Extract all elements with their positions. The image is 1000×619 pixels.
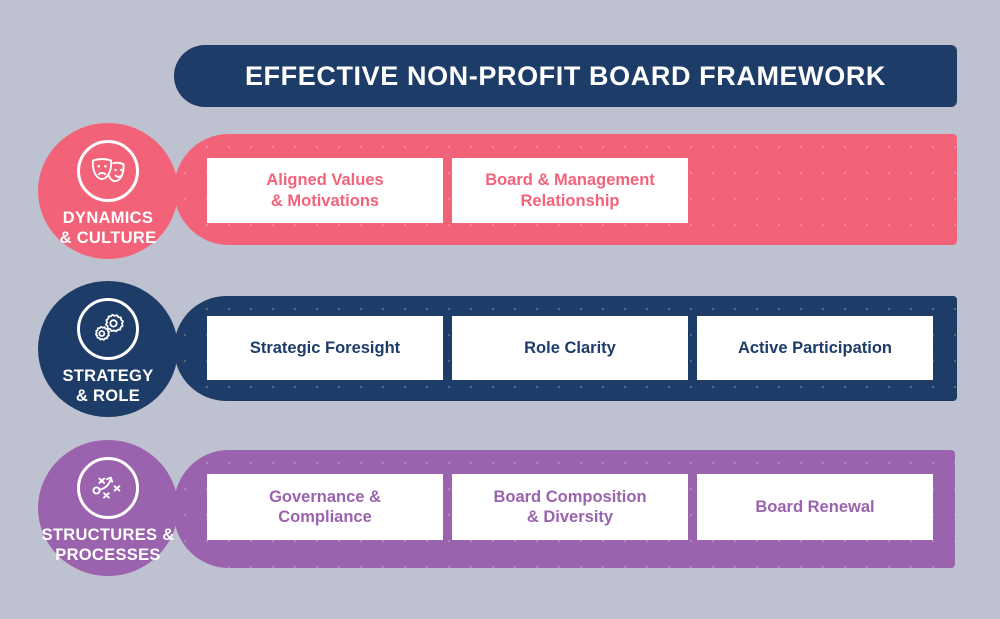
card-strategic-foresight[interactable]: Strategic Foresight bbox=[207, 316, 443, 380]
badge-structures-processes[interactable]: STRUCTURES & PROCESSES bbox=[38, 440, 178, 576]
card-label: Active Participation bbox=[737, 338, 893, 357]
card-board-composition-diversity[interactable]: Board Composition & Diversity bbox=[452, 474, 688, 540]
title-banner: EFFECTIVE NON-PROFIT BOARD FRAMEWORK bbox=[174, 45, 957, 107]
badge-label-structures: STRUCTURES & PROCESSES bbox=[41, 526, 175, 564]
card-active-participation[interactable]: Active Participation bbox=[697, 316, 933, 380]
card-label: Board & Management Relationship bbox=[485, 171, 655, 210]
page-title: EFFECTIVE NON-PROFIT BOARD FRAMEWORK bbox=[244, 60, 887, 91]
card-label: Strategic Foresight bbox=[249, 338, 401, 357]
card-label: Aligned Values & Motivations bbox=[266, 171, 384, 210]
badge-strategy-role[interactable]: STRATEGY & ROLE bbox=[38, 281, 178, 417]
card-label: Governance & Compliance bbox=[269, 487, 381, 526]
strategy-playbook-icon bbox=[77, 457, 139, 520]
card-group-structures: Governance & Compliance Board Compositio… bbox=[207, 474, 933, 540]
card-group-strategy: Strategic Foresight Role Clarity Active … bbox=[207, 316, 933, 380]
card-role-clarity[interactable]: Role Clarity bbox=[452, 316, 688, 380]
card-label: Board Composition & Diversity bbox=[493, 487, 647, 526]
card-label: Board Renewal bbox=[755, 497, 875, 516]
card-group-dynamics: Aligned Values & Motivations Board & Man… bbox=[207, 158, 688, 223]
badge-label-strategy: STRATEGY & ROLE bbox=[62, 367, 154, 405]
card-board-management-relationship[interactable]: Board & Management Relationship bbox=[452, 158, 688, 223]
badge-dynamics-culture[interactable]: DYNAMICS & CULTURE bbox=[38, 123, 178, 259]
gears-icon bbox=[77, 298, 139, 361]
theater-masks-icon bbox=[77, 140, 139, 203]
card-governance-compliance[interactable]: Governance & Compliance bbox=[207, 474, 443, 540]
card-label: Role Clarity bbox=[524, 338, 616, 357]
badge-label-dynamics: DYNAMICS & CULTURE bbox=[59, 209, 157, 247]
card-board-renewal[interactable]: Board Renewal bbox=[697, 474, 933, 540]
card-aligned-values[interactable]: Aligned Values & Motivations bbox=[207, 158, 443, 223]
